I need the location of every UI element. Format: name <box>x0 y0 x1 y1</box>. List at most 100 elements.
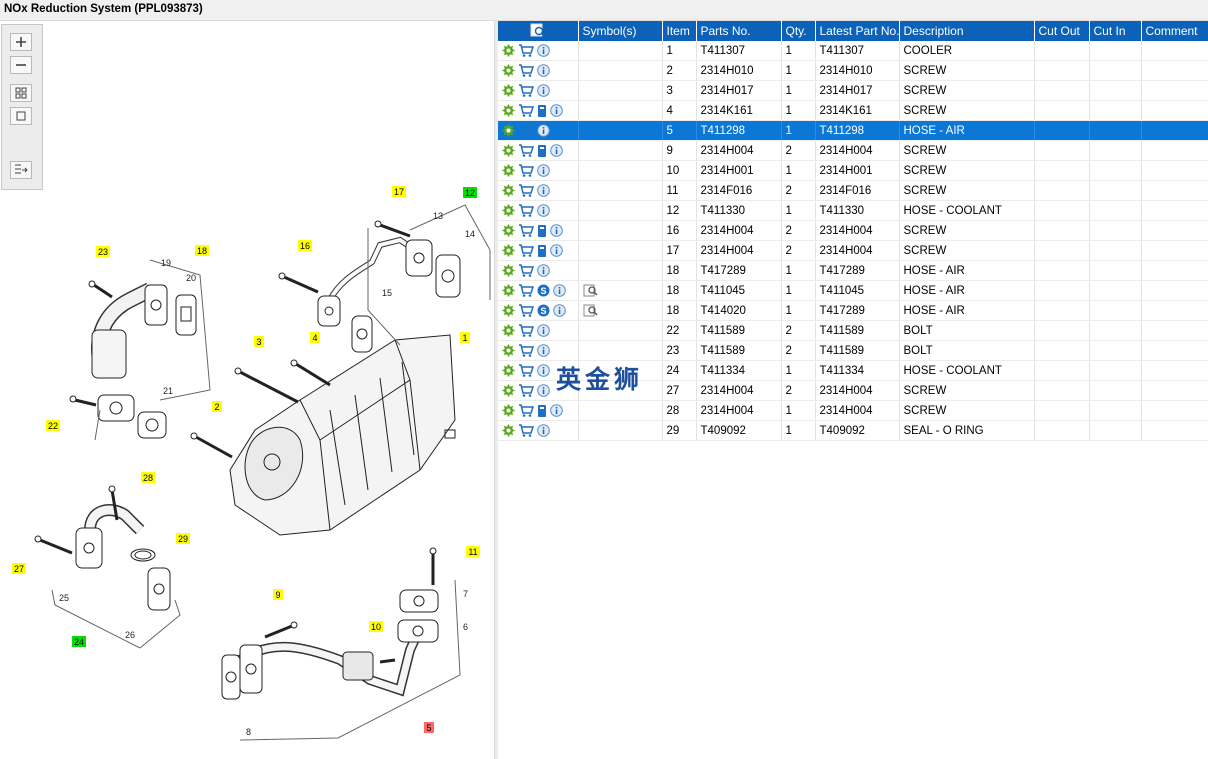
info-icon[interactable] <box>550 104 563 117</box>
info-icon[interactable] <box>537 324 550 337</box>
header-symbols[interactable]: Symbol(s) <box>578 21 663 41</box>
info-icon[interactable] <box>537 84 550 97</box>
header-icon-column[interactable] <box>498 21 579 41</box>
gear-icon[interactable] <box>502 144 515 157</box>
callout-18[interactable]: 18 <box>195 245 209 256</box>
info-icon[interactable] <box>537 384 550 397</box>
callout-2[interactable]: 2 <box>212 401 222 412</box>
manual-book-icon[interactable] <box>537 144 547 158</box>
cart-icon[interactable] <box>518 244 534 257</box>
exploded-diagram[interactable]: 1 3 4 16 17 12 23 18 2 22 28 29 27 24 11… <box>0 21 494 759</box>
cart-icon[interactable] <box>518 224 534 237</box>
fit-box-icon[interactable] <box>10 107 32 125</box>
cart-icon[interactable] <box>518 204 534 217</box>
cart-icon[interactable] <box>518 344 534 357</box>
cart-icon[interactable] <box>518 144 534 157</box>
header-cut-out[interactable]: Cut Out <box>1034 21 1090 41</box>
cart-icon[interactable] <box>518 84 534 97</box>
cart-icon[interactable] <box>518 284 534 297</box>
view-document-icon[interactable] <box>583 304 599 317</box>
gear-icon[interactable] <box>502 64 515 77</box>
supersession-icon[interactable]: S <box>537 304 550 317</box>
callout-3[interactable]: 3 <box>254 336 264 347</box>
zoom-in-icon[interactable] <box>10 33 32 51</box>
info-icon[interactable] <box>550 224 563 237</box>
gear-icon[interactable] <box>502 424 515 437</box>
gear-icon[interactable] <box>502 204 515 217</box>
info-icon[interactable] <box>537 64 550 77</box>
fit-all-icon[interactable] <box>10 84 32 102</box>
cart-icon[interactable] <box>518 104 534 117</box>
callout-27[interactable]: 27 <box>12 563 26 574</box>
info-icon[interactable] <box>550 404 563 417</box>
cart-icon[interactable] <box>518 404 534 417</box>
callout-9[interactable]: 9 <box>273 589 283 600</box>
header-comment[interactable]: Comment <box>1141 21 1208 41</box>
manual-book-icon[interactable] <box>537 244 547 258</box>
info-icon[interactable] <box>537 184 550 197</box>
header-cut-in[interactable]: Cut In <box>1089 21 1142 41</box>
cart-icon[interactable] <box>518 124 534 137</box>
manual-book-icon[interactable] <box>537 404 547 418</box>
header-latest-part-no[interactable]: Latest Part No. <box>815 21 900 41</box>
info-icon[interactable] <box>537 44 550 57</box>
gear-icon[interactable] <box>502 284 515 297</box>
callout-24[interactable]: 24 <box>72 636 86 647</box>
cart-icon[interactable] <box>518 64 534 77</box>
info-icon[interactable] <box>537 424 550 437</box>
cart-icon[interactable] <box>518 264 534 277</box>
gear-icon[interactable] <box>502 344 515 357</box>
callout-23[interactable]: 23 <box>96 246 110 257</box>
gear-icon[interactable] <box>502 184 515 197</box>
info-icon[interactable] <box>537 364 550 377</box>
info-icon[interactable] <box>537 344 550 357</box>
gear-icon[interactable] <box>502 384 515 397</box>
callout-4[interactable]: 4 <box>310 332 320 343</box>
gear-icon[interactable] <box>502 304 515 317</box>
supersession-icon[interactable]: S <box>537 284 550 297</box>
manual-book-icon[interactable] <box>537 104 547 118</box>
cart-icon[interactable] <box>518 324 534 337</box>
callout-17[interactable]: 17 <box>392 186 406 197</box>
info-icon[interactable] <box>553 304 566 317</box>
gear-icon[interactable] <box>502 404 515 417</box>
cart-icon[interactable] <box>518 364 534 377</box>
info-icon[interactable] <box>537 124 550 137</box>
callout-28[interactable]: 28 <box>141 472 155 483</box>
gear-icon[interactable] <box>502 104 515 117</box>
gear-icon[interactable] <box>502 84 515 97</box>
header-qty[interactable]: Qty. <box>781 21 816 41</box>
gear-icon[interactable] <box>502 224 515 237</box>
cart-icon[interactable] <box>518 44 534 57</box>
cart-icon[interactable] <box>518 384 534 397</box>
header-description[interactable]: Description <box>899 21 1035 41</box>
zoom-out-icon[interactable] <box>10 56 32 74</box>
header-item[interactable]: Item <box>662 21 697 41</box>
info-icon[interactable] <box>550 244 563 257</box>
callout-1[interactable]: 1 <box>460 332 470 343</box>
gear-icon[interactable] <box>502 264 515 277</box>
pane-splitter[interactable] <box>494 21 499 759</box>
gear-icon[interactable] <box>502 244 515 257</box>
info-icon[interactable] <box>537 204 550 217</box>
gear-icon[interactable] <box>502 44 515 57</box>
info-icon[interactable] <box>553 284 566 297</box>
cart-icon[interactable] <box>518 184 534 197</box>
view-document-icon[interactable] <box>583 284 599 297</box>
info-icon[interactable] <box>537 264 550 277</box>
info-icon[interactable] <box>537 164 550 177</box>
